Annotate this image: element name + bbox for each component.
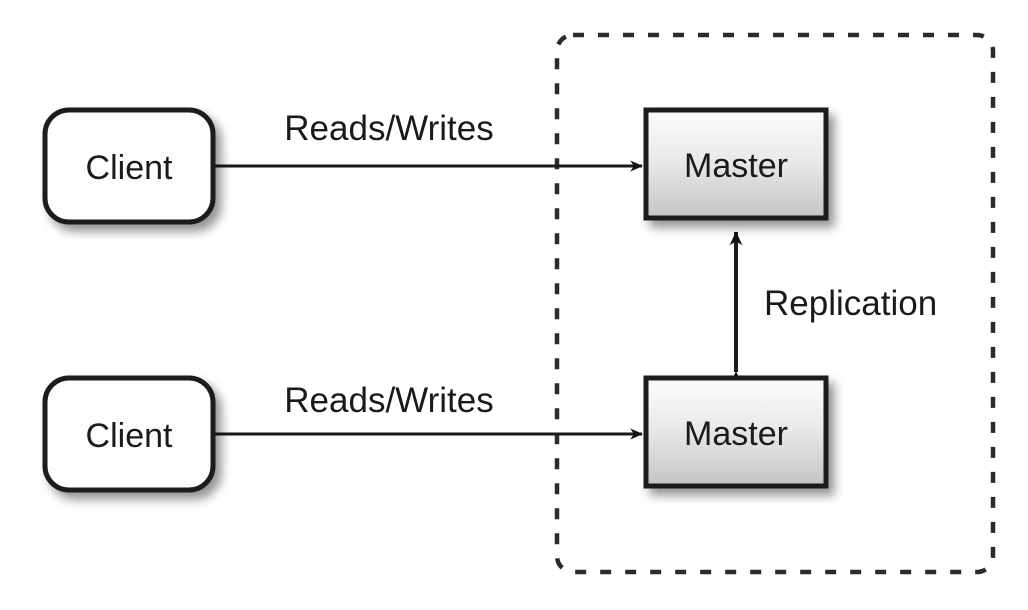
node-master-bottom[interactable]: Master (643, 375, 829, 489)
master-top-label: Master (684, 147, 788, 185)
master-bottom-label: Master (684, 415, 788, 453)
replication-group-boundary (554, 32, 996, 575)
client-bottom-shape[interactable] (42, 375, 216, 493)
client-bottom-label: Client (86, 417, 173, 455)
node-master-top[interactable]: Master (643, 107, 829, 221)
node-client-bottom[interactable]: Client (42, 375, 216, 493)
client-top-label: Client (86, 149, 173, 187)
node-client-top[interactable]: Client (42, 107, 216, 225)
master-bottom-shape[interactable] (643, 375, 829, 489)
client-top-shape[interactable] (42, 107, 216, 225)
master-top-shape[interactable] (643, 107, 829, 221)
edge-label-replication: Replication (764, 284, 937, 323)
edge-label-reads-writes-bottom: Reads/Writes (284, 381, 493, 420)
edge-label-reads-writes-top: Reads/Writes (284, 109, 493, 148)
